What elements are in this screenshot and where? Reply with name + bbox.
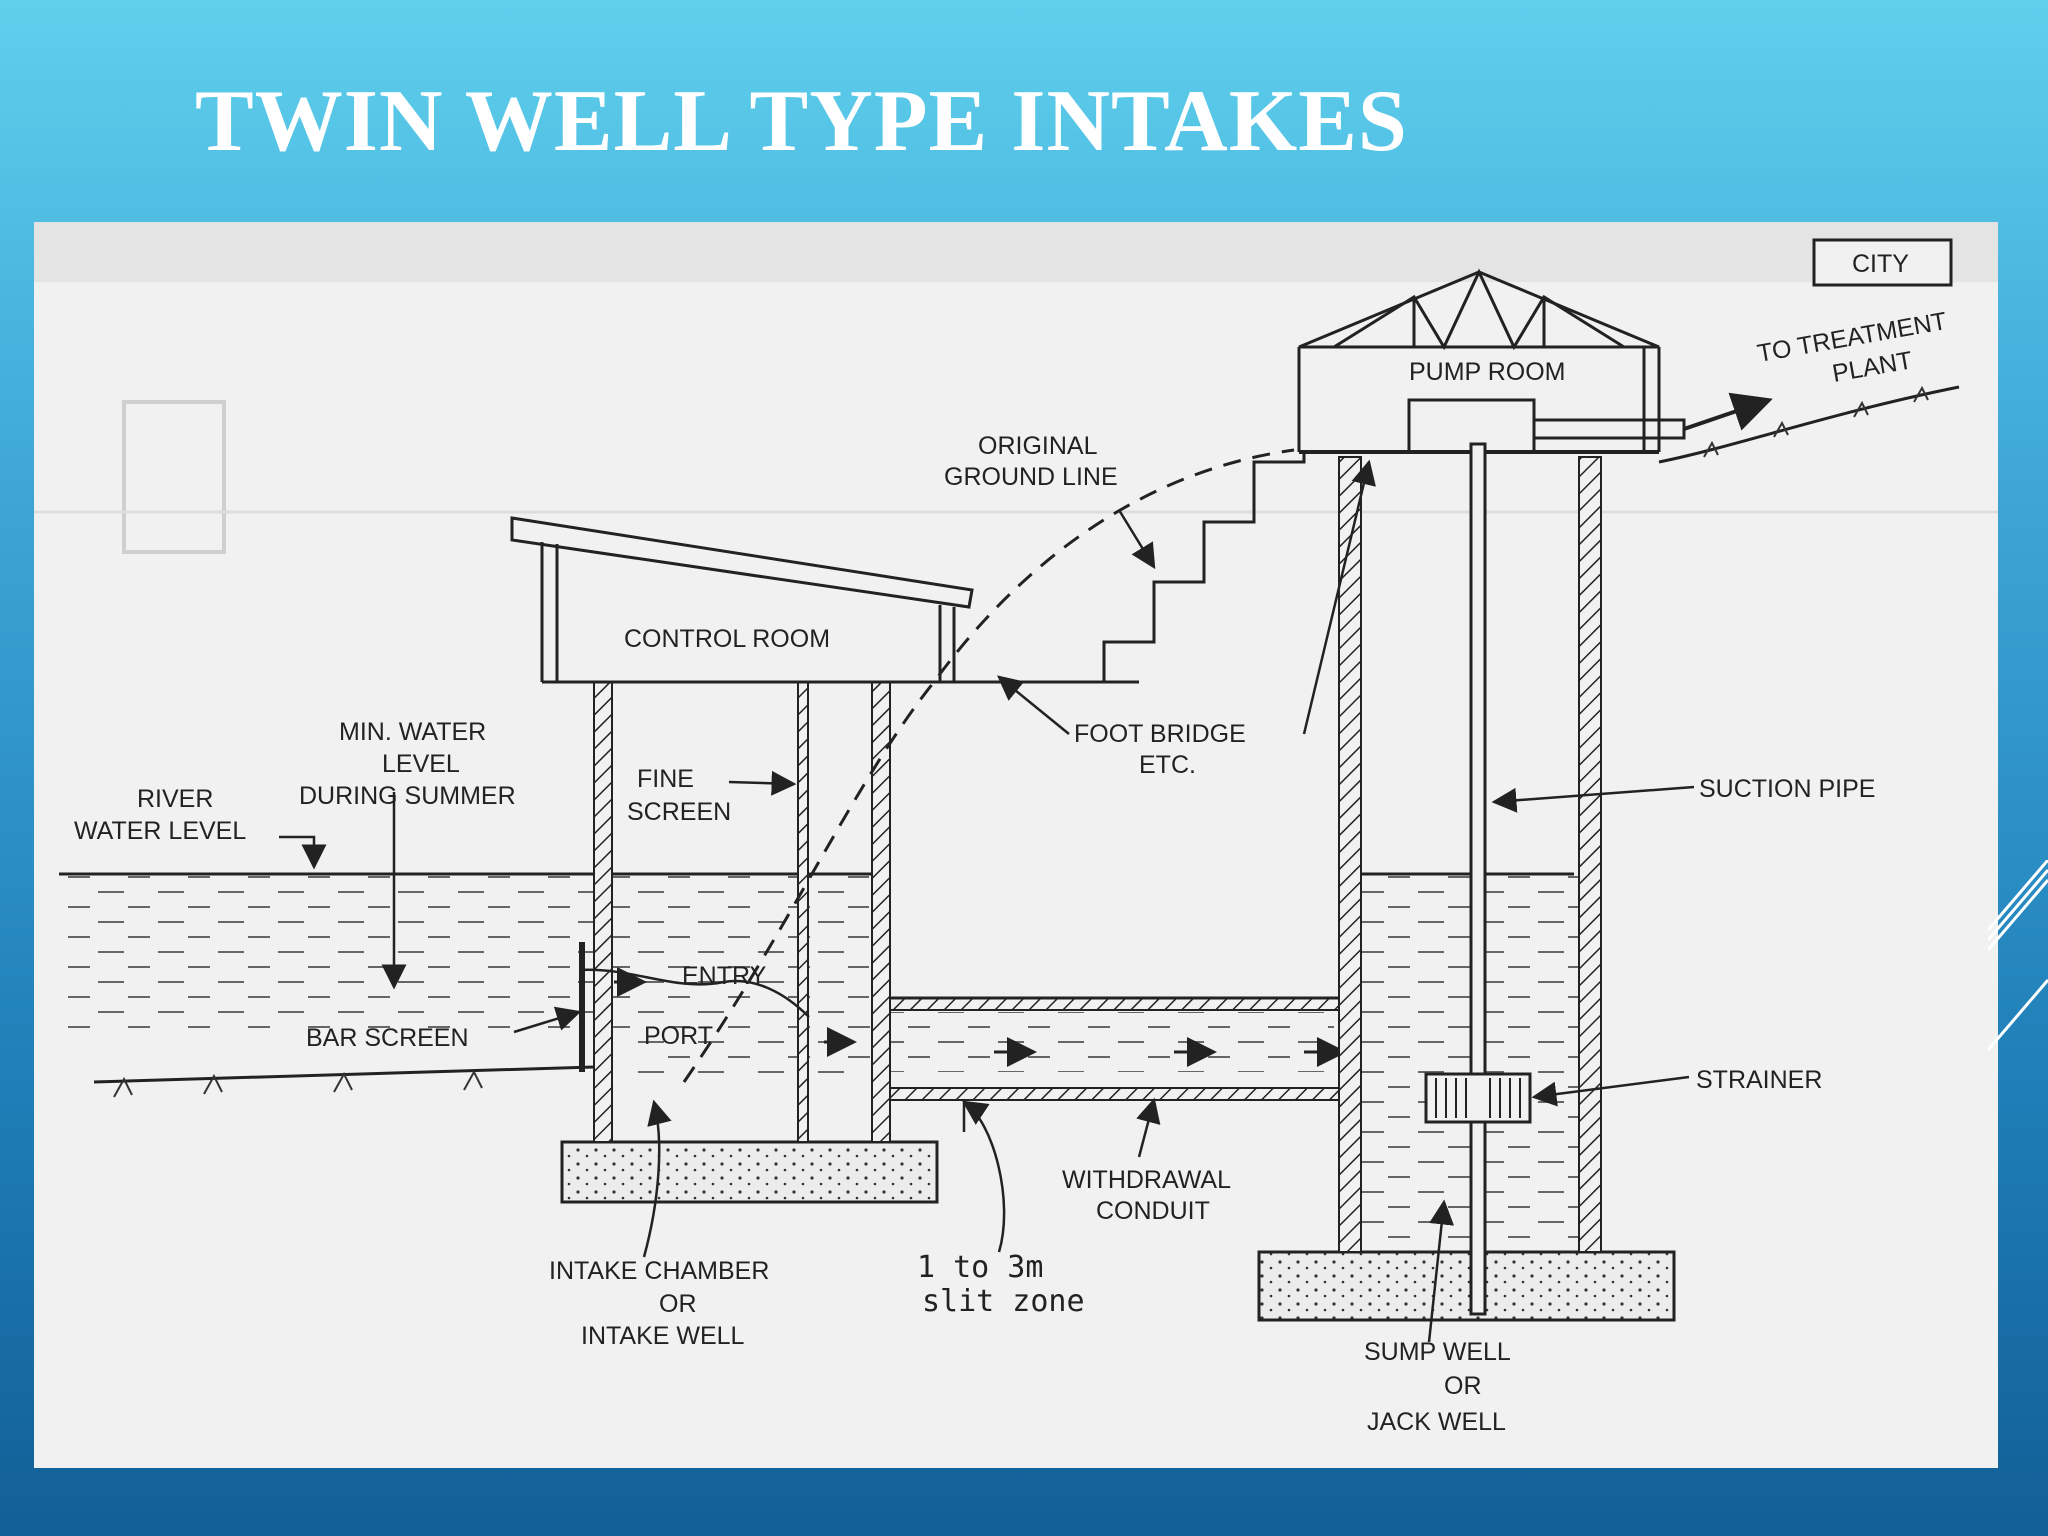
pump-room xyxy=(1297,268,1686,454)
label-control-room: CONTROL ROOM xyxy=(624,625,830,653)
intake-right-wall xyxy=(871,681,891,1143)
label-min-water-summer: DURING SUMMER xyxy=(299,782,516,810)
sump-foundation xyxy=(1257,1250,1676,1322)
suction-pipe xyxy=(1469,442,1487,1316)
sump-water xyxy=(1359,874,1579,1252)
intake-diagram: CITY TO TREATMENT PLANT PUMP ROOM ORIGIN… xyxy=(34,222,1998,1468)
label-original-ground-line: GROUND LINE xyxy=(944,463,1118,491)
label-intake-or: OR xyxy=(659,1290,697,1318)
sump-left-wall xyxy=(1338,456,1362,1253)
withdrawal-conduit-top xyxy=(889,997,1346,1011)
intake-fine-screen xyxy=(797,681,809,1143)
strainer xyxy=(1424,1072,1532,1124)
label-port: PORT xyxy=(644,1022,713,1050)
label-fine-screen: FINE xyxy=(637,765,694,793)
label-foot-bridge: FOOT BRIDGE xyxy=(1074,720,1246,748)
label-intake-well: INTAKE WELL xyxy=(581,1322,745,1350)
river-water xyxy=(64,874,634,1039)
label-min-water-level: LEVEL xyxy=(382,750,460,778)
label-entry: ENTRY xyxy=(682,962,767,990)
label-jack-well: JACK WELL xyxy=(1367,1408,1506,1436)
label-suction-pipe: SUCTION PIPE xyxy=(1699,775,1875,803)
hill-slope xyxy=(1658,385,1960,464)
label-silt-zone: slit zone xyxy=(922,1284,1085,1319)
label-foot-bridge-etc: ETC. xyxy=(1139,751,1196,779)
intake-diagram-drawing: CITY TO TREATMENT PLANT PUMP ROOM ORIGIN… xyxy=(34,222,1998,1436)
sump-right-wall xyxy=(1578,456,1602,1253)
label-river: RIVER xyxy=(137,785,213,813)
label-silt-height: 1 to 3m xyxy=(917,1250,1043,1285)
delivery-pipe-arrow xyxy=(1683,392,1773,431)
label-withdrawal: WITHDRAWAL xyxy=(1062,1166,1231,1194)
label-withdrawal-conduit: CONDUIT xyxy=(1096,1197,1210,1225)
label-intake-chamber: INTAKE CHAMBER xyxy=(549,1257,769,1285)
label-original-ground: ORIGINAL xyxy=(978,432,1098,460)
label-fine-screen-2: SCREEN xyxy=(627,798,731,826)
label-sump-or: OR xyxy=(1444,1372,1482,1400)
withdrawal-conduit-bottom xyxy=(889,1087,1346,1101)
original-ground-line xyxy=(682,448,1295,1083)
label-bar-screen: BAR SCREEN xyxy=(306,1024,469,1052)
intake-foundation xyxy=(560,1140,939,1204)
label-strainer: STRAINER xyxy=(1696,1066,1822,1094)
label-min-water: MIN. WATER xyxy=(339,718,486,746)
decorative-stripes xyxy=(1988,860,2048,1051)
intake-left-wall xyxy=(593,681,613,1143)
city-box xyxy=(1812,238,1953,287)
label-pump-room: PUMP ROOM xyxy=(1409,358,1566,386)
slide-title: TWIN WELL TYPE INTAKES xyxy=(195,73,1408,170)
label-river-water-level: WATER LEVEL xyxy=(74,817,246,845)
label-sump-well: SUMP WELL xyxy=(1364,1338,1511,1366)
label-city: CITY xyxy=(1852,250,1909,278)
control-room xyxy=(510,516,1139,684)
stairs xyxy=(1102,450,1334,682)
